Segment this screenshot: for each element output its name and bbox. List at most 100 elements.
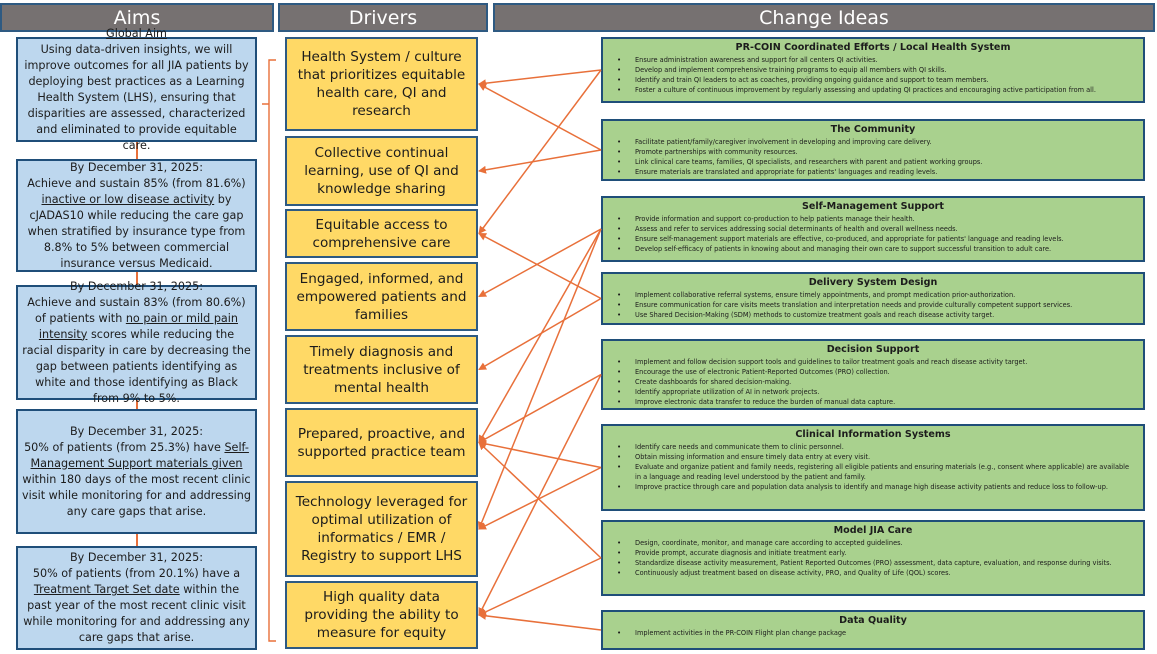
change-idea-item: Ensure administration awareness and supp… (617, 55, 1135, 65)
aim-text-part: scores while reducing the racial dispari… (22, 327, 251, 405)
connector-arrow (478, 69, 602, 88)
change-ideas-header: Change Ideas (493, 3, 1155, 32)
change-idea-item: Implement collaborative referral systems… (617, 290, 1135, 300)
change-idea-item: Implement and follow decision support to… (617, 357, 1135, 367)
change-idea-title: Decision Support (826, 344, 920, 355)
change-idea-item: Use Shared Decision-Making (SDM) methods… (617, 310, 1135, 320)
change-idea-list: Implement and follow decision support to… (611, 357, 1135, 407)
aim-treatment-target: By December 31, 2025: 50% of patients (f… (16, 546, 257, 650)
aim-disease-activity: By December 31, 2025: Achieve and sustai… (16, 159, 257, 272)
change-idea-item: Improve practice through care and popula… (617, 482, 1135, 492)
driver-label: Timely diagnosis and treatments inclusiv… (303, 343, 460, 396)
aim-text: 50% of patients (from 25.3%) have Self-M… (22, 440, 251, 520)
driver-prepared-team: Prepared, proactive, and supported pract… (285, 408, 478, 477)
aim-measure: no pain or mild pain intensity (38, 311, 238, 341)
aim-text-part: within 180 days of the most recent clini… (22, 472, 251, 518)
aim-self-management: By December 31, 2025: 50% of patients (f… (16, 409, 257, 534)
change-idea-item: Ensure self-management support materials… (617, 234, 1135, 244)
driver-label: Technology leveraged for optimal utiliza… (295, 494, 468, 564)
change-idea-item: Promote partnerships with community reso… (617, 147, 1135, 157)
change-idea-title: Model JIA Care (833, 525, 913, 536)
change-idea-delivery-system: Delivery System Design Implement collabo… (601, 272, 1145, 325)
connector-arrow (478, 297, 602, 371)
driver-collective-learning: Collective continual learning, use of QI… (285, 136, 478, 206)
change-idea-item: Develop self-efficacy of patients in kno… (617, 244, 1135, 254)
aim-title: By December 31, 2025: (69, 160, 203, 174)
connector-arrow (478, 557, 602, 616)
connector-arrow (477, 228, 602, 530)
connector-arrow (478, 466, 602, 530)
connector-arrow (478, 83, 602, 151)
change-idea-item: Develop and implement comprehensive trai… (617, 65, 1135, 75)
change-idea-model-jia-care: Model JIA Care Design, coordinate, monit… (601, 520, 1145, 596)
aim-text-part: by cJADAS10 while reducing the care gap … (27, 192, 246, 270)
change-idea-item: Identify care needs and communicate them… (617, 442, 1135, 452)
change-idea-item: Standardize disease activity measurement… (617, 558, 1135, 568)
change-idea-list: Facilitate patient/family/caregiver invo… (611, 137, 1135, 177)
change-idea-list: Ensure administration awareness and supp… (611, 55, 1135, 95)
change-idea-item: Encourage the use of electronic Patient-… (617, 367, 1135, 377)
aim-text: Achieve and sustain 83% (from 80.6%) of … (22, 295, 251, 407)
connector-arrow (478, 228, 602, 444)
driver-engaged-patients: Engaged, informed, and empowered patient… (285, 262, 478, 331)
drivers-header: Drivers (278, 3, 488, 32)
aim-text-part: Achieve and sustain 85% (from 81.6%) (27, 176, 246, 190)
aim-connector (136, 270, 138, 286)
aim-text: Using data-driven insights, we will impr… (22, 42, 251, 154)
change-idea-title: PR-COIN Coordinated Efforts / Local Heal… (735, 42, 1011, 53)
aim-pain-intensity: By December 31, 2025: Achieve and sustai… (16, 280, 257, 405)
connector-arrow (478, 232, 602, 300)
change-idea-item: Identify and train QI leaders to act as … (617, 75, 1135, 85)
aim-measure: inactive or low disease activity (41, 192, 215, 206)
aim-text-part: Using data-driven insights, we will impr… (24, 42, 249, 152)
change-idea-list: Implement activities in the PR-COIN Flig… (611, 628, 1135, 638)
aim-title: Global Aim (106, 26, 167, 40)
change-idea-title: Self-Management Support (801, 201, 945, 212)
change-idea-clinical-info-systems: Clinical Information Systems Identify ca… (601, 424, 1145, 511)
change-idea-item: Ensure materials are translated and appr… (617, 167, 1135, 177)
change-idea-item: Implement activities in the PR-COIN Flig… (617, 628, 1135, 638)
connector-arrow (478, 374, 602, 616)
change-idea-item: Obtain missing information and ensure ti… (617, 452, 1135, 462)
change-idea-item: Provide prompt, accurate diagnosis and i… (617, 548, 1135, 558)
driver-label: Health System / culture that prioritizes… (297, 49, 466, 119)
aim-connector (136, 140, 138, 160)
change-idea-title: The Community (830, 124, 916, 135)
change-idea-item: Facilitate patient/family/caregiver invo… (617, 137, 1135, 147)
aim-title: By December 31, 2025: (69, 279, 203, 293)
change-idea-title: Delivery System Design (808, 277, 938, 288)
connector-arrow (478, 611, 602, 631)
driver-label: High quality data providing the ability … (304, 589, 459, 641)
change-idea-item: Improve electronic data transfer to redu… (617, 397, 1135, 407)
driver-label: Engaged, informed, and empowered patient… (296, 270, 467, 323)
aim-text-part: 50% of patients (from 25.3%) have (24, 440, 225, 454)
aim-connector (136, 532, 138, 548)
aim-connector (136, 398, 138, 410)
driver-label: Equitable access to comprehensive care (312, 216, 451, 251)
aim-title: By December 31, 2025: (69, 424, 203, 438)
change-idea-data-quality: Data Quality Implement activities in the… (601, 610, 1145, 650)
change-idea-item: Link clinical care teams, families, QI s… (617, 157, 1135, 167)
change-idea-item: Design, coordinate, monitor, and manage … (617, 538, 1135, 548)
driver-high-quality-data: High quality data providing the ability … (285, 581, 478, 649)
aim-global: Global Aim Using data-driven insights, w… (16, 27, 257, 152)
aim-title: By December 31, 2025: (69, 551, 203, 564)
change-idea-list: Implement collaborative referral systems… (611, 290, 1135, 320)
driver-timely-diagnosis: Timely diagnosis and treatments inclusiv… (285, 335, 478, 404)
change-idea-list: Design, coordinate, monitor, and manage … (611, 538, 1135, 578)
change-idea-list: Identify care needs and communicate them… (611, 442, 1135, 492)
aim-measure: Treatment Target Set date (33, 583, 180, 596)
change-idea-title: Data Quality (839, 615, 907, 626)
aim-text-part: within the past year of the most recent … (23, 583, 250, 644)
aim-text-part: 50% of patients (from 20.1%) have a (32, 567, 241, 580)
change-idea-item: Ensure communication for care visits mee… (617, 300, 1135, 310)
change-idea-item: Assess and refer to services addressing … (617, 224, 1135, 234)
connector-arrow (478, 439, 602, 469)
aims-header: Aims (0, 3, 274, 32)
connector-arrow (478, 228, 602, 298)
change-idea-item: Identify appropriate utilization of AI i… (617, 387, 1135, 397)
change-idea-item: Foster a culture of continuous improveme… (617, 85, 1135, 95)
aim-text-part: Achieve and sustain 83% (from 80.6%) of … (27, 295, 246, 325)
driver-health-system-culture: Health System / culture that prioritizes… (285, 37, 478, 131)
change-idea-item: Evaluate and organize patient and family… (617, 462, 1135, 482)
